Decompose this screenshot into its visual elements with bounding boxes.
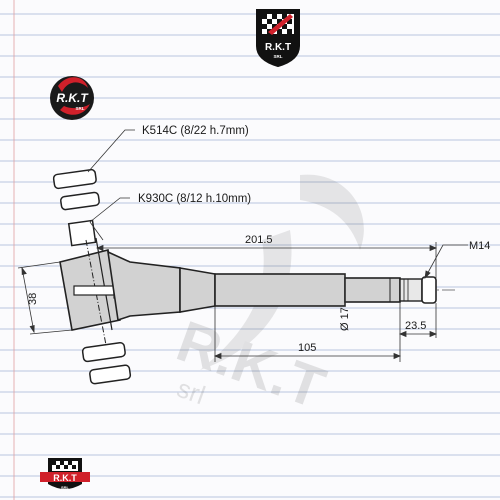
round-logo-brand: R.K.T bbox=[56, 91, 89, 105]
round-logo-suffix: SRL bbox=[76, 106, 85, 111]
dim-height bbox=[17, 261, 73, 335]
kingpin-spindle bbox=[59, 237, 437, 346]
small-logo-brand: R.K.T bbox=[53, 473, 77, 483]
dim-overall-length bbox=[95, 242, 438, 278]
dim-overall-length-label: 201.5 bbox=[245, 234, 273, 246]
dim-height-label: 38 bbox=[27, 293, 39, 305]
rkt-small-logo: R.K.T SRL bbox=[40, 458, 90, 490]
top-logo-brand: R.K.T bbox=[265, 42, 291, 53]
callout-leaders bbox=[87, 129, 135, 241]
small-logo-suffix: SRL bbox=[61, 485, 70, 490]
dim-thread-leader bbox=[424, 244, 468, 280]
dim-thread-label: M14 bbox=[469, 240, 490, 252]
top-logo-suffix: SRL bbox=[274, 54, 283, 59]
bushing-k514c-bottom bbox=[81, 341, 132, 385]
dim-thread-length-label: 23.5 bbox=[405, 320, 426, 332]
callout-k514c: K514C (8/22 h.7mm) bbox=[142, 125, 249, 137]
dim-shank-length-label: 105 bbox=[298, 342, 316, 354]
dim-shank-length bbox=[213, 302, 402, 362]
rkt-round-logo: R.K.T SRL bbox=[50, 76, 94, 120]
bushing-k514c-top bbox=[52, 168, 100, 211]
rkt-shield-logo: R.K.T SRL bbox=[256, 9, 300, 68]
dim-diameter-label: Ø 17 bbox=[339, 307, 351, 331]
bushing-k930c bbox=[67, 219, 97, 247]
callout-k930c: K930C (8/12 h.10mm) bbox=[138, 193, 251, 205]
dim-thread-length bbox=[398, 303, 438, 338]
